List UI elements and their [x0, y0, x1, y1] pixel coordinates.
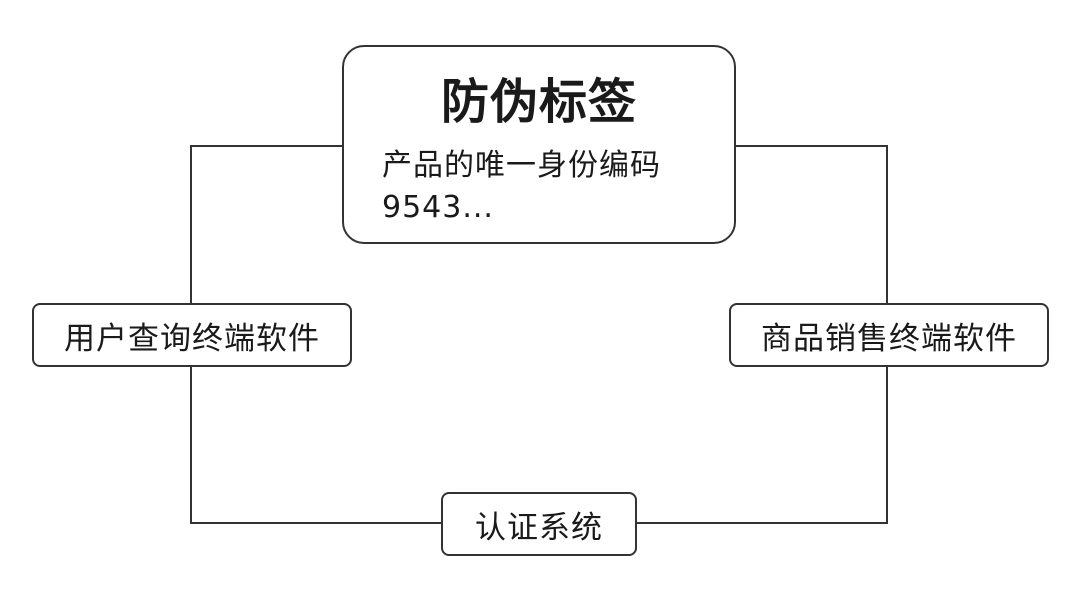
left-connector [190, 145, 342, 303]
sales-terminal-node: 商品销售终端软件 [729, 303, 1049, 367]
anti-counterfeit-label-node: 防伪标签 产品的唯一身份编码 9543... [342, 45, 736, 244]
authentication-system-label: 认证系统 [475, 509, 603, 546]
identity-code-value: 9543... [382, 190, 494, 225]
authentication-system-node: 认证系统 [441, 492, 637, 556]
left-lower-connector [190, 367, 441, 524]
user-query-terminal-node: 用户查询终端软件 [32, 303, 352, 367]
user-query-terminal-label: 用户查询终端软件 [64, 320, 320, 357]
right-connector [736, 145, 888, 303]
sales-terminal-label: 商品销售终端软件 [761, 320, 1017, 357]
right-lower-connector [637, 367, 888, 524]
anti-counterfeit-label-title: 防伪标签 [440, 74, 637, 130]
product-unique-identity-code-text: 产品的唯一身份编码 [382, 148, 661, 183]
